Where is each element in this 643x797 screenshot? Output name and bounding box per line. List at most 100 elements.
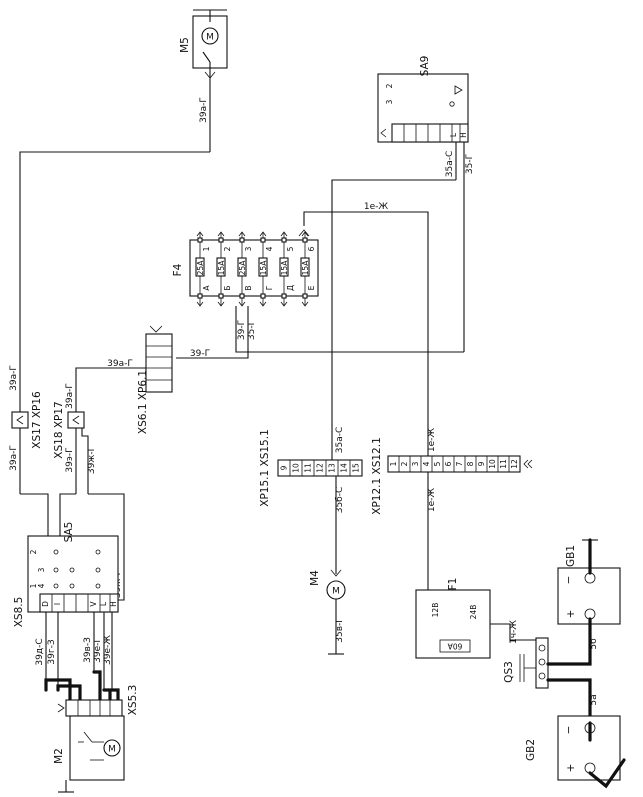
sa5-pin-1: 1	[29, 583, 38, 588]
wire-label: 35-Г	[247, 320, 257, 340]
wire-label: 39а-Г	[65, 383, 75, 409]
wire-label: 35б-С	[335, 487, 345, 514]
wire-label: 39-Г	[190, 349, 210, 359]
connector-pin: 10	[488, 459, 497, 469]
wire-label: 1ч-Ж	[509, 620, 519, 644]
xs17-label: XS17 XP16	[31, 391, 43, 449]
f1-component: 12В 24В 60А F1	[415, 578, 491, 659]
wire-label: 39э-Г	[65, 447, 75, 472]
connector-pin: 1	[389, 461, 398, 466]
sa9-label: SA9	[419, 56, 431, 77]
connector-pin: 11	[304, 463, 313, 473]
wire-label: 39а-Г	[199, 97, 209, 123]
m2-component: M M2	[53, 715, 125, 793]
xs18-label: XS18 XP17	[53, 401, 65, 458]
m4-motor-letter: M	[332, 587, 340, 597]
f4-label: F4	[172, 263, 184, 276]
connector-pin: 15	[352, 463, 361, 473]
fuse-rating: 15А	[217, 260, 226, 276]
xs8-label: XS8.5	[13, 597, 25, 628]
wire-label: 5б	[589, 638, 599, 650]
wire-label: 1е-Ж	[364, 202, 389, 212]
fuse-rating: 15А	[301, 260, 310, 276]
wire-label: 35а-С	[445, 151, 455, 178]
wire-label: 39г-З	[47, 639, 57, 664]
fuse-rating: 15А	[259, 260, 268, 276]
m5-label: M5	[179, 37, 191, 53]
connector-pin: 8	[466, 461, 475, 466]
fuse-number: 6	[307, 246, 316, 251]
sa5-terminal-h: H	[109, 601, 118, 607]
connector-pin: 2	[400, 461, 409, 466]
fuse-letter: В	[244, 285, 253, 290]
xs18-connector: XS18 XP17	[53, 401, 85, 459]
wire-label: 39а-Г	[107, 359, 133, 369]
wire-label: 35а-С	[335, 427, 345, 454]
fuse-letter: Б	[223, 285, 232, 290]
gb2-minus: −	[563, 726, 575, 735]
connector-pin: 3	[411, 461, 420, 466]
fuse-number: 3	[244, 246, 253, 251]
wire-label: 35-Г	[465, 154, 475, 174]
wire-label: 39е-Ж	[103, 635, 113, 665]
wire-label: 39е-Г	[93, 637, 103, 663]
fuse-rating: 15А	[280, 260, 289, 276]
sa9-component: L H 3 2 SA9	[377, 56, 469, 143]
sa5-label: SA5	[63, 522, 75, 543]
sa5-pin-3: 3	[37, 567, 46, 572]
connector-pin: 13	[328, 463, 337, 473]
fuse-number: 5	[286, 246, 295, 251]
connector-pin: 5	[433, 461, 442, 466]
f1-label: F1	[447, 578, 459, 591]
fuse-letter: Д	[286, 285, 295, 291]
xs6-connector: XS6.1 XP6.1	[137, 325, 173, 434]
m5-component: M M5	[179, 9, 228, 69]
fuse-letter: А	[202, 285, 211, 291]
wire-label: 39ж-Г	[87, 446, 97, 474]
m4-label: M4	[309, 570, 321, 586]
gb2-label: GB2	[525, 739, 537, 761]
wire-label: 1е-Ж	[427, 428, 437, 453]
fuse-letter: Е	[307, 285, 316, 290]
sa5-pin-2: 2	[29, 549, 38, 554]
m5-motor-letter: M	[206, 33, 214, 43]
wire-label: 39а-Г	[9, 445, 19, 471]
sa5-terminal-i: I	[53, 603, 62, 605]
qs3-switch: QS3	[503, 637, 549, 689]
wire-label: 39д-С	[35, 638, 45, 665]
connector-pin: 12	[316, 463, 325, 473]
gb1-minus: −	[563, 576, 575, 585]
f1-terminal-12v: 12В	[431, 603, 440, 618]
wire-label: 39-Г	[237, 320, 247, 340]
f4-top-connector	[298, 229, 310, 237]
sa9-connector-symbol	[380, 128, 387, 138]
wire-label: 35в-Г	[335, 617, 345, 643]
xp15-label: XP15.1 XS15.1	[259, 429, 271, 506]
gb1-label: GB1	[565, 545, 577, 567]
connector-pin: 10	[292, 463, 301, 473]
m2-motor-letter: M	[108, 745, 116, 755]
wire-label: 39в-З	[83, 637, 93, 663]
qs3-label: QS3	[503, 661, 515, 683]
gb1-battery: − + GB1	[557, 545, 621, 625]
sa9-pin-2: 2	[385, 83, 394, 88]
wire-label: 39а-Г	[9, 365, 19, 391]
sa5-terminal-l: L	[99, 601, 108, 606]
wire-label: 1е-Ж	[427, 488, 437, 513]
sa5-pin-4: 4	[37, 583, 46, 588]
xs5-label: XS5.3	[127, 685, 139, 716]
gb2-battery: − + GB2	[525, 715, 621, 781]
xs5-connector: XS5.3	[57, 685, 139, 717]
fuse-number: 4	[265, 246, 274, 251]
sa9-terminal-h: H	[459, 132, 468, 138]
wire-label: 5а	[589, 694, 599, 705]
xp12-label: XP12.1 XS12.1	[371, 437, 383, 514]
sa5-component: D I V L H 2 1 3 4 SA5 XS8.5	[13, 522, 119, 628]
gb1-plus: +	[565, 610, 577, 619]
f1-terminal-24v: 24В	[469, 605, 478, 620]
connector-pin: 4	[422, 461, 431, 466]
